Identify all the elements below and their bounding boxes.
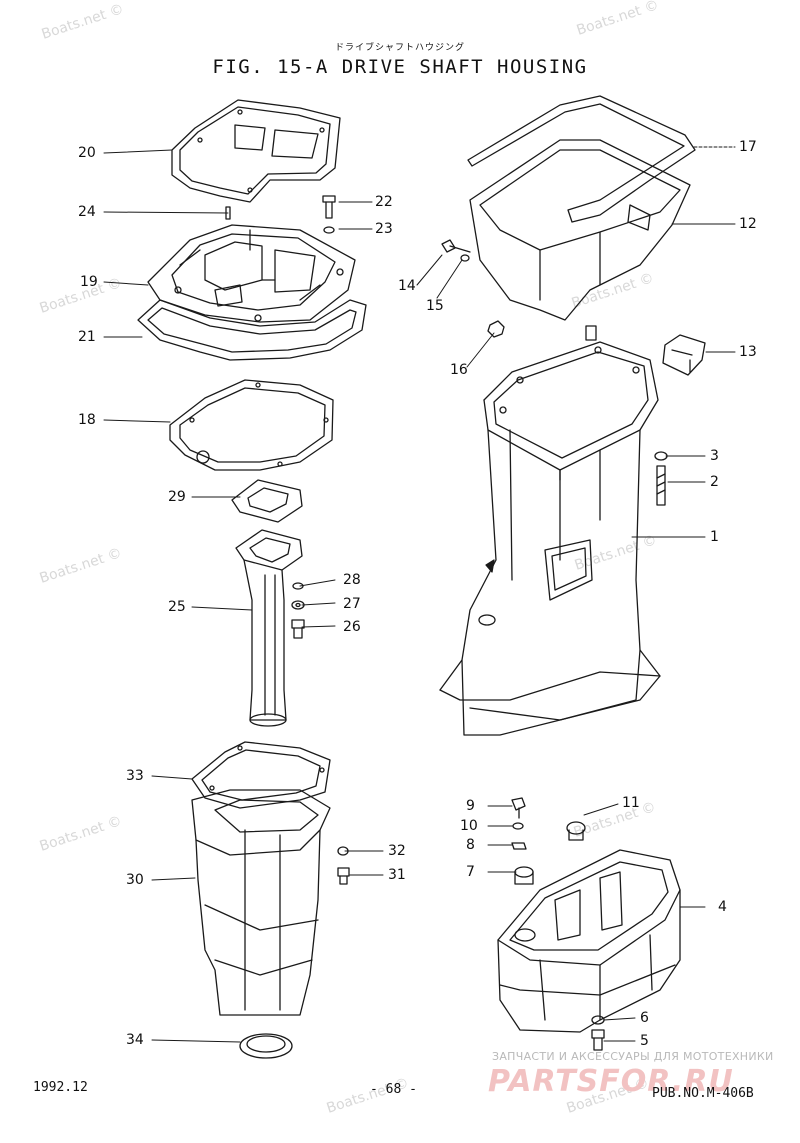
part-1-drive-shaft-housing (439, 325, 661, 736)
part-24-dowel-pin (225, 206, 231, 220)
callout-27: 27 (343, 596, 361, 612)
callout-13: 13 (739, 344, 757, 360)
callout-22: 22 (375, 194, 393, 210)
callout-15: 15 (426, 298, 444, 314)
leader-lines (103, 146, 736, 1043)
callout-5: 5 (640, 1033, 649, 1049)
figure-subtitle: ドライブシャフトハウジング (334, 43, 465, 53)
callout-34: 34 (126, 1032, 144, 1048)
part-19-mounting-plate (147, 224, 356, 323)
callout-25: 25 (168, 599, 186, 615)
part-14-bolt (441, 239, 471, 253)
callout-28: 28 (343, 572, 361, 588)
callout-29: 29 (168, 489, 186, 505)
shop-logo: PARTSFOR.RU (488, 1064, 734, 1099)
part-9-screw (511, 797, 526, 819)
callout-19: 19 (80, 274, 98, 290)
part-13-clip (662, 334, 706, 376)
callout-16: 16 (450, 362, 468, 378)
callout-2: 2 (710, 474, 719, 490)
part-28-washer (292, 582, 304, 590)
part-17-seal-strip (467, 95, 696, 223)
part-30-exhaust-housing (191, 789, 331, 1016)
part-8-pin (511, 842, 527, 850)
figure-title: FIG. 15-A DRIVE SHAFT HOUSING (212, 56, 588, 78)
part-5-bolt (591, 1029, 605, 1051)
part-27-washer (291, 600, 305, 610)
part-34-ring (239, 1033, 293, 1059)
callout-1: 1 (710, 529, 719, 545)
part-26-bolt (291, 619, 305, 639)
callout-23: 23 (375, 221, 393, 237)
callout-8: 8 (466, 837, 475, 853)
callout-18: 18 (78, 412, 96, 428)
footer-date: 1992.12 (33, 1080, 88, 1095)
callout-11: 11 (622, 795, 640, 811)
callout-20: 20 (78, 145, 96, 161)
callout-26: 26 (343, 619, 361, 635)
callout-30: 30 (126, 872, 144, 888)
callout-10: 10 (460, 818, 478, 834)
part-33-gasket (191, 741, 331, 809)
part-15-washer (460, 254, 470, 262)
callout-33: 33 (126, 768, 144, 784)
callout-3: 3 (710, 448, 719, 464)
part-23-washer (323, 226, 335, 234)
callout-7: 7 (466, 864, 475, 880)
part-20-upper-gasket (171, 99, 341, 203)
part-4-lower-housing (497, 849, 681, 1033)
callout-4: 4 (718, 899, 727, 915)
part-3-washer (654, 451, 668, 461)
callout-17: 17 (739, 139, 757, 155)
footer-publication-number: PUB.NO.M-406B (652, 1086, 754, 1101)
part-18-lower-gasket (169, 379, 334, 471)
callout-9: 9 (466, 798, 475, 814)
callout-32: 32 (388, 843, 406, 859)
part-6-washer (591, 1015, 605, 1025)
part-10-washer (512, 822, 524, 830)
part-2-bolt (656, 465, 666, 506)
callout-21: 21 (78, 329, 96, 345)
part-29-exhaust-gasket (231, 479, 303, 523)
part-22-bolt (322, 195, 336, 219)
shop-caption: ЗАПЧАСТИ И АКСЕССУАРЫ ДЛЯ МОТОТЕХНИКИ (492, 1050, 774, 1063)
part-31-bolt (337, 867, 350, 885)
footer-page-number: - 68 - (370, 1082, 417, 1097)
callout-14: 14 (398, 278, 416, 294)
part-7-rubber-mount (514, 866, 534, 885)
part-16-nut (487, 320, 505, 338)
part-21-rubber-seal (137, 299, 367, 361)
callout-24: 24 (78, 204, 96, 220)
part-32-washer (337, 846, 349, 856)
part-11-plug (566, 821, 586, 841)
part-25-exhaust-pipe (235, 529, 303, 727)
callout-12: 12 (739, 216, 757, 232)
part-12-lower-cover (469, 139, 691, 321)
callout-31: 31 (388, 867, 406, 883)
callout-6: 6 (640, 1010, 649, 1026)
